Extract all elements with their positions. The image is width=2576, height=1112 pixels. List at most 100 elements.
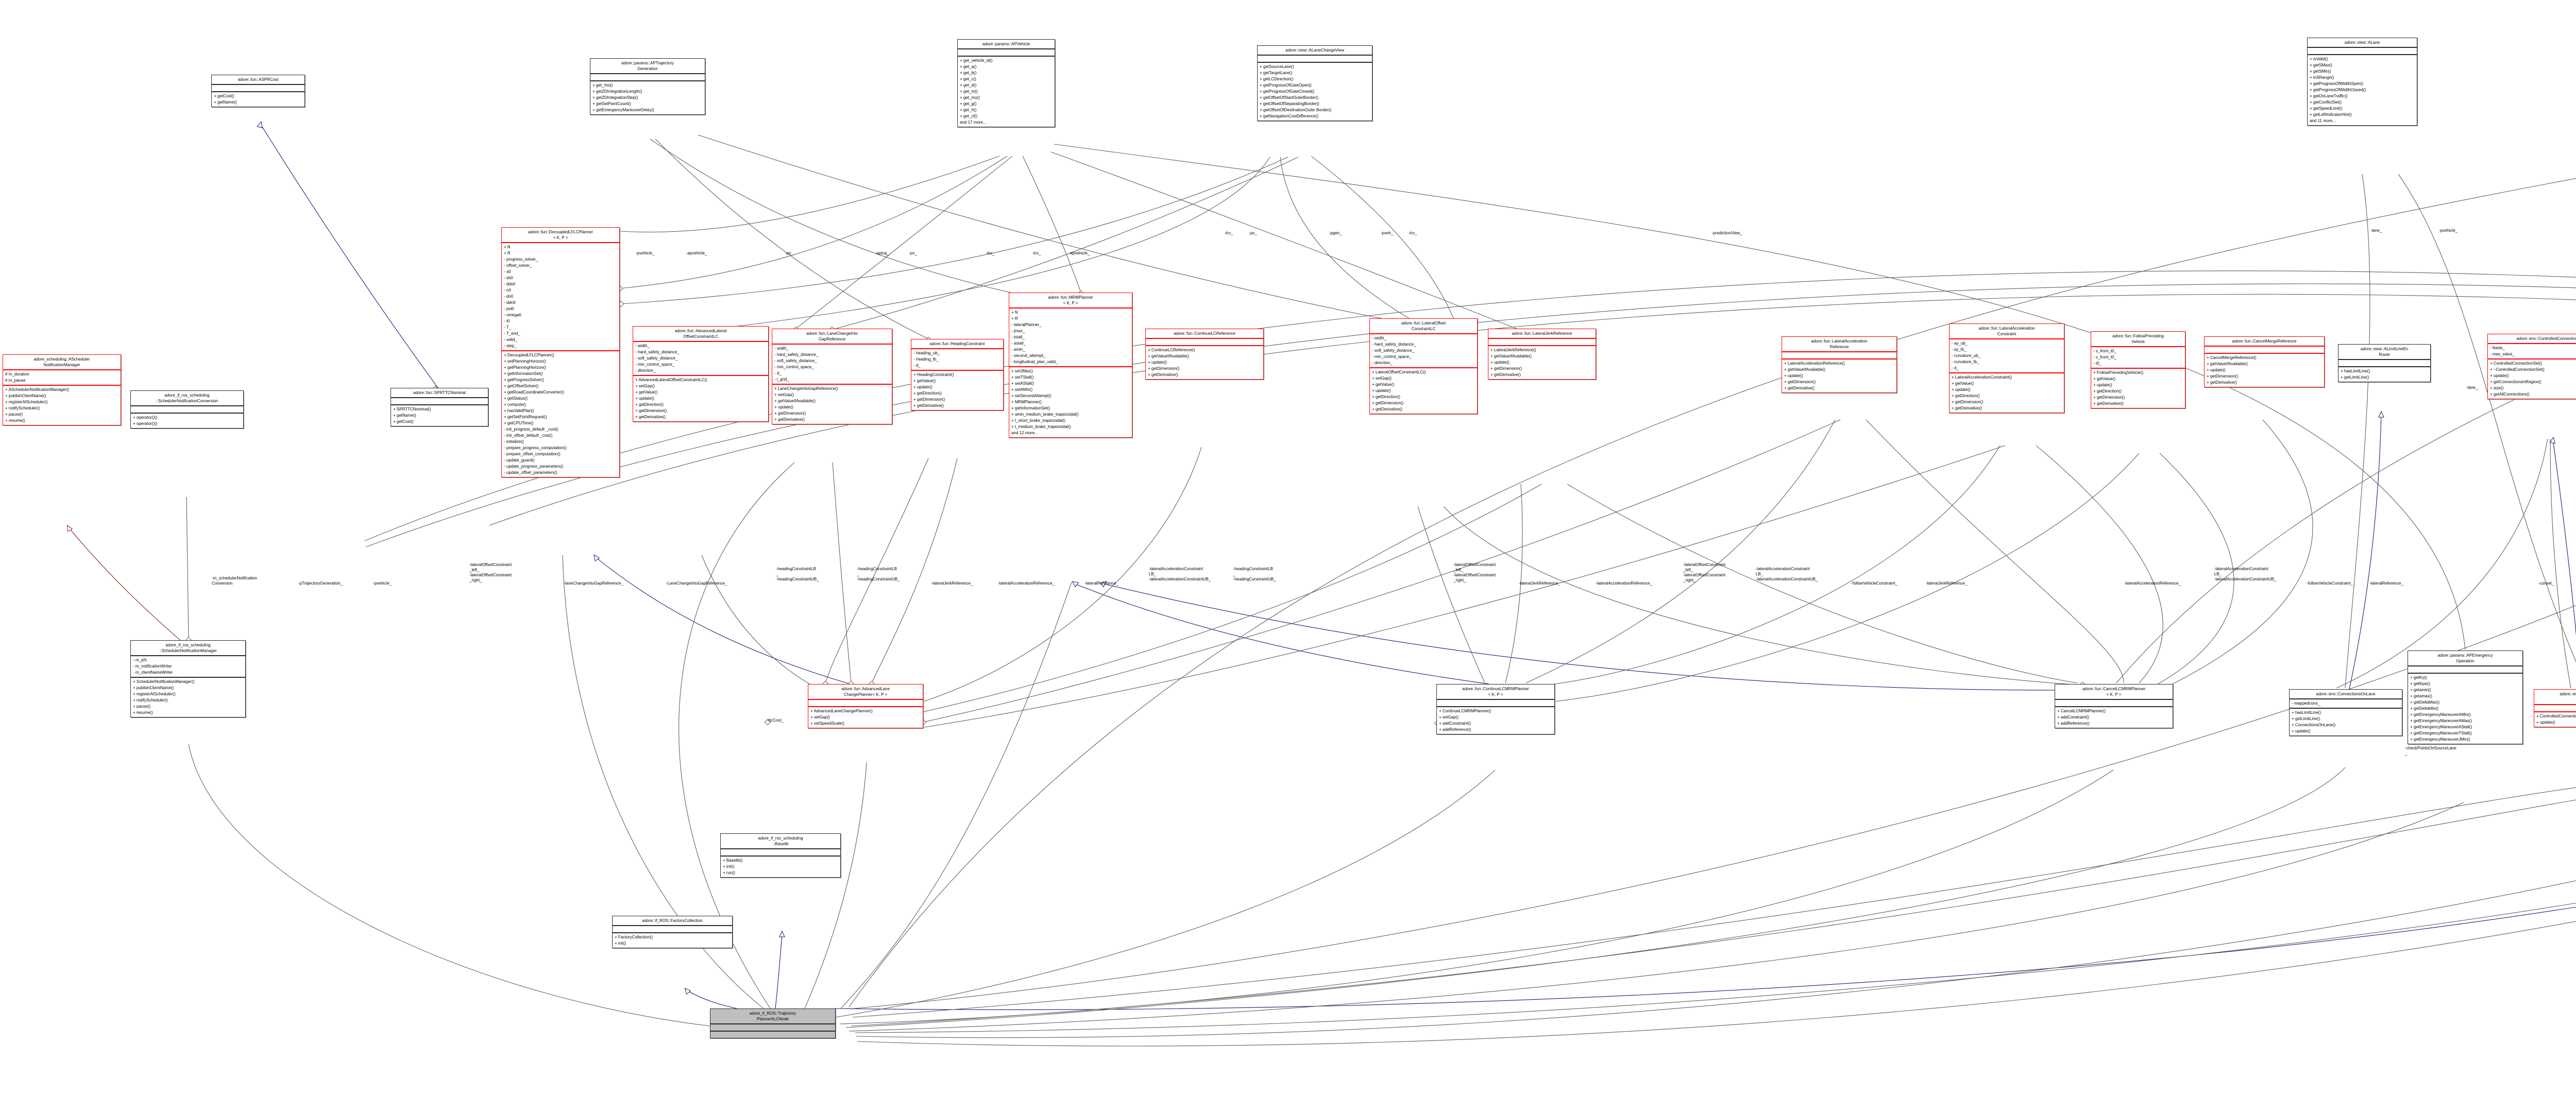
class-node-lateral-jerk-reference[interactable]: adore::fun::LateralJerkReference+ Latera…: [1488, 329, 1596, 380]
class-node-lane-change-into-gap-reference[interactable]: adore::fun::LaneChangeInto GapReference-…: [772, 329, 892, 424]
class-attrs-scheduler-notification-manager: - m_pN- m_notificationWriter- m_clientNa…: [131, 655, 245, 677]
class-method-line: + update(): [1784, 373, 1803, 378]
member-edge-23: [1280, 157, 1411, 320]
class-method-line: + getEmergencyManeuverAStall(): [2410, 725, 2472, 729]
class-attr-line: - ddn0: [504, 300, 516, 305]
class-method-line: - prepare_offset_computation(): [504, 452, 561, 456]
class-attrs-baselib: [721, 848, 840, 856]
class-method-line: + getDerivative(): [635, 415, 666, 419]
class-methods-controlled-connection-set: + ControlledConnectionSet()+ ~Controlled…: [2488, 358, 2576, 399]
class-method-line: + init(): [723, 864, 735, 869]
class-node-mrm-planner[interactable]: adore::fun::MRMPlanner < K, P >+ N+ R- l…: [1009, 293, 1132, 438]
class-node-decoupled-lflc-planner[interactable]: adore::fun::DecoupledLFLCPlanner < K, P …: [501, 227, 620, 477]
class-method-line: + getZDIntegrationLength(): [592, 89, 642, 94]
class-node-a-limit-line-en-route[interactable]: adore::view::ALimitLineEn Route+ hasLimi…: [2338, 344, 2431, 382]
class-method-line: + getDimension(): [1952, 400, 1984, 404]
edge-label-29: -laneChangeIntoGapReference_: [564, 581, 623, 586]
class-node-cancel-lcmrm-planner[interactable]: adore::fun::CancelLCMRMPlanner < K, P >+…: [2055, 684, 2173, 728]
class-node-ap-vehicle[interactable]: adore::params::APVehicle+ get_vehicle_id…: [957, 39, 1055, 127]
class-method-line: + run(): [723, 870, 735, 875]
class-method-line: + getValueIfAvailable(): [1490, 354, 1532, 358]
class-node-advanced-lane-change-planner[interactable]: adore::fun::AdvancedLane ChangePlanner< …: [808, 684, 923, 728]
class-node-cancel-merge-reference[interactable]: adore::fun::CancelMergeReference+ Cancel…: [2204, 336, 2325, 387]
class-node-connections-on-lane[interactable]: adore::env::ConnectionsOnLane- mappedcon…: [2289, 689, 2402, 736]
class-attr-line: - T_: [504, 325, 512, 330]
class-attr-line: # m_duration: [5, 372, 29, 377]
class-attrs-lane-change-into-gap-reference: - width_- hard_safety_distance_- soft_sa…: [772, 344, 892, 384]
class-method-line: + getProgressOfGateClosed(): [1260, 89, 1315, 94]
class-attr-line: - heading_ub_: [913, 351, 940, 355]
class-title-aspr-cost: adore::fun::ASPRCost: [238, 77, 279, 82]
class-method-line: + getCost(): [214, 94, 234, 98]
class-node-ap-emergency-operation[interactable]: adore::params::APEmergency Operation+ ge…: [2408, 651, 2523, 744]
class-attrs-heading-constraint: - heading_ub_- heading_lb_- d_: [911, 348, 1003, 370]
class-method-line: + AdvancedLateralOffsetConstraintLC(): [635, 378, 707, 382]
class-node-heading-constraint[interactable]: adore::fun::HeadingConstraint- heading_u…: [911, 339, 1004, 410]
class-attrs-advanced-lane-change-planner: [808, 699, 923, 706]
member-edge-64: [923, 484, 1542, 712]
class-node-aspr-cost[interactable]: adore::fun::ASPRCost+ getCost()+ getName…: [211, 75, 305, 107]
class-methods-controlled-connection-set4ego: + ControlledConnectionSet4 Ego()+ update…: [2534, 711, 2576, 727]
class-node-continue-lcmrm-planner[interactable]: adore::fun::ContinueLCMRMPlanner < K, P …: [1436, 684, 1555, 734]
class-node-advanced-lateral-offset-constraint-lc[interactable]: adore::fun::AdvancedLateral OffsetConstr…: [633, 326, 769, 422]
class-node-continue-lc-reference[interactable]: adore::fun::ContinueLCReference+ Continu…: [1145, 329, 1264, 380]
class-node-lateral-offset-constraint-lc[interactable]: adore::fun::LateralOffset ConstraintLC- …: [1369, 318, 1478, 414]
class-method-line: + init(): [615, 941, 626, 946]
class-attr-line: - dn0: [504, 294, 514, 299]
class-method-line: + publishClientName(): [5, 394, 46, 398]
class-title-lateral-acceleration-reference: adore::fun::LateralAcceleration Referenc…: [1811, 339, 1868, 349]
class-attr-line: - dds0: [504, 282, 516, 286]
class-method-line: + pause(): [5, 412, 23, 417]
class-node-a-lane[interactable]: adore::view::ALane+ isValid()+ getSMax()…: [2307, 38, 2417, 126]
member-edge-16: [795, 156, 1013, 329]
class-node-scheduler-notification-manager[interactable]: adore_if_ros_scheduling ::SchedulerNotif…: [130, 640, 246, 717]
class-attr-line: - offset_solver_: [504, 263, 532, 268]
class-node-ap-trajectory-generation[interactable]: adore::params::APTrajectory Generation+ …: [590, 58, 705, 115]
class-method-line: + getEmergencyManeuverAMin(): [2410, 712, 2471, 717]
class-attr-line: # m_pause: [5, 378, 26, 383]
member-edge-75: [1537, 445, 2001, 687]
class-methods-mrm-planner: + setJMax()+ setTStall()+ setAStall()+ s…: [1009, 366, 1132, 437]
class-node-controlled-connection-set[interactable]: adore::env::ControlledConnectionSet- fee…: [2487, 334, 2576, 399]
member-edge-28: [2345, 174, 2370, 689]
class-method-line: + update(): [2292, 729, 2311, 733]
class-node-lateral-acceleration-constraint[interactable]: adore::fun::LateralAcceleration Constrai…: [1949, 323, 2064, 413]
member-edge-70: [679, 462, 795, 1009]
class-node-a-lane-change-view[interactable]: adore::view::ALaneChangeView+ getSourceL…: [1257, 45, 1372, 121]
class-method-line: and 17 more...: [960, 120, 987, 125]
class-attr-line: - soft_safety_distance_: [635, 356, 678, 361]
class-node-lateral-acceleration-reference[interactable]: adore::fun::LateralAcceleration Referenc…: [1782, 336, 1897, 393]
inheritance-arrowhead-icon-6: [1072, 581, 1079, 588]
member-edge-62: [871, 458, 958, 683]
class-method-line: + get_d(): [960, 83, 977, 88]
class-node-a-scheduler-notification-manager[interactable]: adore_scheduling::AScheduler Notificatio…: [3, 354, 121, 425]
class-method-line: + getDerivative(): [1490, 372, 1521, 377]
member-edge-51: [2336, 438, 2548, 689]
class-method-line: + getLimitLine(): [2292, 716, 2320, 721]
class-method-line: + ASchedulerNotificationManager(): [5, 387, 70, 392]
edge-label-48: -lateralReference_: [2369, 581, 2403, 586]
edge-label-47: -followVehicleConstraint_: [2307, 581, 2353, 586]
class-node-sprttc-nominal[interactable]: adore::fun::SPRTTCNominal+ SPRTTCNominal…: [391, 388, 488, 426]
class-methods-factory-collection: + FactoryCollection()+ init(): [613, 932, 732, 948]
member-edge-24: [698, 134, 1392, 321]
class-attr-line: + N: [504, 245, 511, 249]
class-node-factory-collection[interactable]: adore::if_ROS::FactoryCollection+ Factor…: [612, 916, 733, 948]
class-method-line: + AdvancedLaneChangePlanner(): [810, 709, 873, 713]
class-attrs-ap-vehicle: [958, 48, 1055, 56]
class-method-line: + setJMax(): [1011, 369, 1033, 373]
class-method-line: + setGap(): [635, 384, 655, 388]
class-method-line: - init_progress_default _cost(): [504, 427, 558, 432]
class-attr-line: + R: [1011, 316, 1018, 321]
class-node-scheduler-notification-conversion[interactable]: adore_if_ros_scheduling ::SchedulerNotif…: [130, 390, 244, 429]
class-attr-line: - m_pN: [133, 658, 147, 662]
class-node-controlled-connection-set4ego[interactable]: adore::env::ControlledConnection Set4Ego…: [2534, 689, 2576, 727]
class-method-line: + getValueIfAvailable(): [1148, 354, 1189, 358]
class-node-follow-preceding-vehicle[interactable]: adore::fun::FollowPreceding Vehicle- s_f…: [2091, 331, 2185, 408]
inheritance-edge-11: [775, 933, 783, 1009]
class-attr-line: - tstall_: [1011, 335, 1025, 339]
class-method-line: + registerAtScheduler(): [5, 400, 48, 404]
class-node-baselib[interactable]: adore_if_ros_scheduling ::Baselib+ Basel…: [720, 833, 841, 878]
edge-label-41: -lateralOffsetConstraint _left_ -lateral…: [1683, 562, 1726, 583]
class-node-trajectory-planner-alc-node[interactable]: adore_if_ROS::Trajectory PlannerALCNode: [710, 1008, 836, 1038]
